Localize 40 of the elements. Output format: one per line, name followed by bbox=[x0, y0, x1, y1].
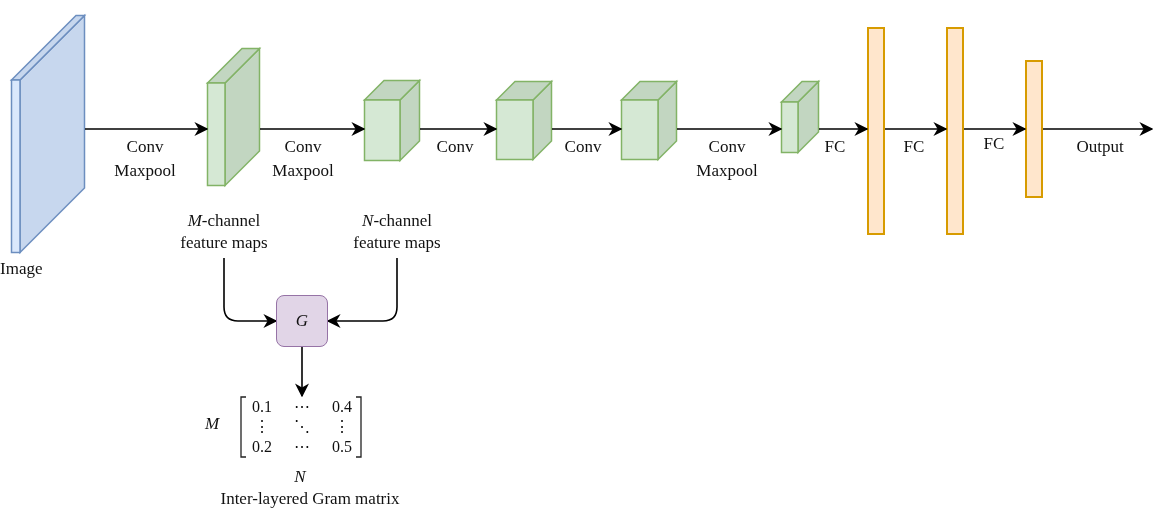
matrix-entry: 0.4 bbox=[331, 397, 353, 417]
gram-operator-box: G bbox=[276, 295, 328, 347]
arrow bbox=[676, 122, 783, 136]
node-label: N-channel feature maps bbox=[352, 210, 442, 254]
arrow bbox=[326, 257, 398, 328]
fc-layer-bar bbox=[1025, 60, 1043, 198]
matrix-entry: ⋯ bbox=[293, 397, 311, 417]
matrix-entry: 0.2 bbox=[251, 437, 273, 457]
axis-symbol: M bbox=[205, 413, 221, 435]
axis-symbol: N bbox=[293, 466, 308, 488]
edge-label: Conv Maxpool bbox=[695, 136, 759, 182]
edge-label: FC bbox=[982, 133, 1006, 155]
node-caption: Image bbox=[0, 258, 44, 280]
matrix-entry: ⋱ bbox=[293, 417, 311, 437]
arrow bbox=[963, 122, 1027, 136]
arrow bbox=[223, 257, 278, 328]
edge-label: FC bbox=[823, 136, 847, 158]
matrix-entry: ⋮ bbox=[253, 417, 271, 437]
edge-label: Conv Maxpool bbox=[113, 136, 177, 182]
arrow bbox=[419, 122, 498, 136]
arrow bbox=[84, 122, 209, 136]
arrow bbox=[551, 122, 623, 136]
arrow bbox=[1042, 122, 1153, 136]
edge-label: Conv bbox=[435, 136, 475, 158]
edge-label: Conv bbox=[563, 136, 603, 158]
matrix-entry: ⋮ bbox=[333, 417, 351, 437]
matrix-entry: 0.1 bbox=[251, 397, 273, 417]
matrix-entry: 0.5 bbox=[331, 437, 353, 457]
arrow bbox=[295, 346, 309, 398]
edge-label: Output bbox=[1075, 136, 1125, 158]
fc-layer-bar bbox=[867, 27, 885, 235]
matrix-entry: ⋯ bbox=[293, 437, 311, 457]
arrow bbox=[818, 122, 869, 136]
edge-label: Conv Maxpool bbox=[271, 136, 335, 182]
fc-layer-bar bbox=[946, 27, 964, 235]
arrow bbox=[884, 122, 948, 136]
node-label: M-channel feature maps bbox=[179, 210, 269, 254]
edge-label: FC bbox=[902, 136, 926, 158]
node-caption: Inter-layered Gram matrix bbox=[219, 488, 401, 510]
arrow bbox=[259, 122, 366, 136]
